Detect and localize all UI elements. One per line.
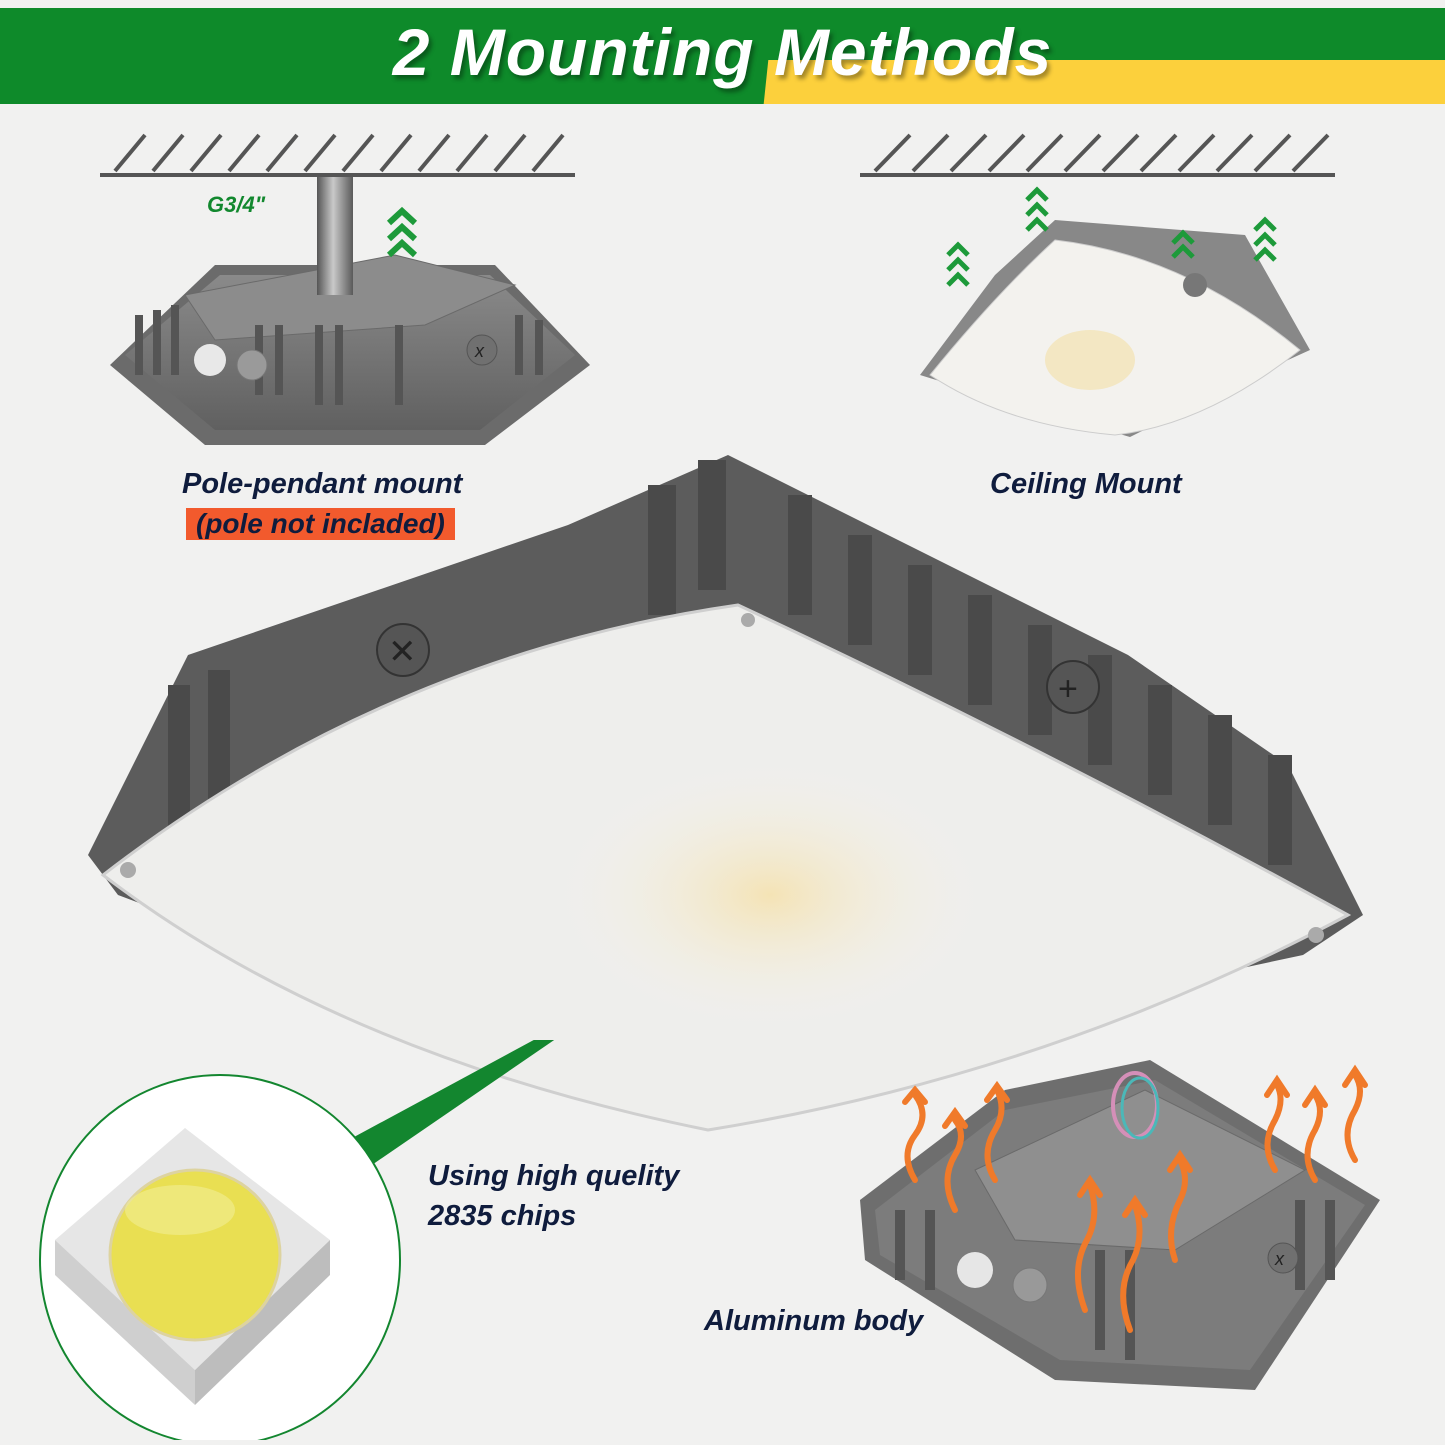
- thread-size-label: G3/4": [207, 192, 266, 217]
- callout-pointer-icon: [330, 1040, 555, 1180]
- svg-text:✕: ✕: [388, 633, 417, 671]
- pole-pendant-caption: Pole-pendant mount: [182, 468, 463, 500]
- pole-icon: [317, 177, 353, 295]
- ceiling-hatch-icon: [860, 133, 1335, 177]
- svg-text:x: x: [474, 341, 485, 361]
- fixture-main-icon: ✕ +: [88, 455, 1363, 1132]
- aluminum-body-caption: Aluminum body: [704, 1305, 924, 1337]
- svg-text:+: +: [1058, 670, 1078, 708]
- led-chip-2835-icon: [55, 1128, 330, 1405]
- ceiling-mount-illustration: [855, 125, 1345, 445]
- fixture-back-icon: x: [110, 254, 590, 445]
- chip-caption-line1: Using high quelity: [428, 1160, 680, 1192]
- pole-pendant-illustration: x: [95, 125, 595, 455]
- heat-arrows-icon: [902, 1064, 1368, 1333]
- fixture-back-wires-icon: x: [860, 1060, 1380, 1390]
- up-chevrons-icon: [386, 206, 418, 258]
- aluminum-body-illustration: x: [855, 1060, 1390, 1400]
- svg-text:x: x: [1274, 1249, 1285, 1269]
- led-chip-callout: [30, 1040, 680, 1440]
- page-title: 2 Mounting Methods: [392, 15, 1053, 89]
- header-banner: 2 Mounting Methods: [0, 8, 1445, 104]
- pole-not-included-note: (pole not incladed): [186, 508, 455, 540]
- ceiling-mount-caption: Ceiling Mount: [990, 468, 1182, 500]
- fixture-lens-icon: [920, 220, 1310, 437]
- screw-icon: ✕: [376, 623, 430, 677]
- main-fixture-image: ✕ +: [88, 455, 1363, 1145]
- ceiling-hatch-icon: [100, 133, 575, 177]
- up-chevrons-icon: [946, 186, 1277, 287]
- screw-icon: +: [1046, 660, 1100, 714]
- chip-caption-line2: 2835 chips: [428, 1200, 577, 1232]
